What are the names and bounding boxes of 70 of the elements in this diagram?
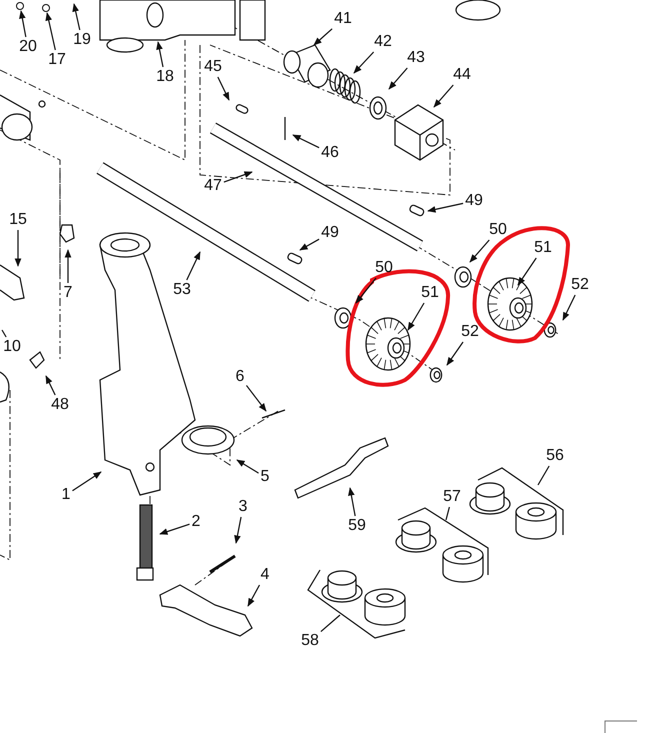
callout-number: 10 — [2, 338, 22, 356]
leader-line — [348, 487, 356, 516]
leader-line — [45, 12, 56, 50]
callout-number: 43 — [406, 49, 426, 67]
callout-number: 5 — [260, 468, 270, 486]
leader-line — [217, 76, 230, 101]
callout-number: 4 — [260, 566, 270, 584]
screw-head — [42, 4, 50, 12]
callout-number: 17 — [47, 51, 67, 69]
leader-line — [313, 28, 332, 46]
callout-number: 1 — [60, 486, 72, 504]
callout-number: 46 — [320, 144, 340, 162]
leader-line — [45, 375, 56, 396]
callout-number: 6 — [234, 368, 246, 386]
leader-line — [320, 614, 340, 632]
leader-line — [64, 249, 72, 283]
leader-line — [469, 240, 490, 263]
callout-number: 52 — [460, 323, 480, 341]
callout-number: 50 — [374, 259, 394, 277]
callout-number: 3 — [238, 498, 248, 516]
leader-line — [407, 302, 425, 331]
leader-line — [537, 466, 550, 486]
leader-line — [186, 251, 201, 280]
leader-line — [159, 524, 190, 535]
leader-line — [353, 52, 374, 74]
callout-number: 2 — [190, 513, 202, 531]
leader-line — [234, 516, 242, 544]
callout-number: 57 — [442, 488, 462, 506]
callout-number: 15 — [8, 211, 28, 229]
callout-number: 59 — [347, 517, 367, 535]
callout-number: 20 — [18, 38, 38, 56]
callout-number: 49 — [464, 192, 484, 210]
leader-line — [14, 230, 22, 267]
callout-number: 47 — [203, 177, 223, 195]
callout-number: 45 — [203, 58, 223, 76]
leader-line — [1, 330, 7, 338]
leader-line — [299, 238, 320, 251]
leader-line — [72, 472, 102, 492]
callout-number: 44 — [452, 66, 472, 84]
leader-line — [236, 459, 259, 474]
callout-number: 56 — [545, 447, 565, 465]
callout-number: 52 — [570, 276, 590, 294]
leader-line — [292, 134, 320, 148]
leader-line — [224, 171, 253, 183]
leader-line — [388, 68, 408, 90]
screw-head — [16, 2, 24, 10]
callout-number: 19 — [72, 31, 92, 49]
leader-line — [427, 202, 464, 213]
callout-number: 7 — [62, 284, 74, 302]
leader-line — [518, 258, 537, 286]
callout-number: 50 — [488, 221, 508, 239]
callout-number: 58 — [300, 632, 320, 650]
leader-line — [433, 84, 454, 108]
leader-line — [156, 41, 164, 68]
leader-line — [445, 506, 450, 520]
leader-line — [562, 294, 576, 321]
callout-number: 18 — [155, 68, 175, 86]
callout-number: 49 — [320, 224, 340, 242]
callout-number: 53 — [172, 281, 192, 299]
leader-line — [355, 278, 376, 304]
leader-line — [72, 3, 80, 30]
callout-number: 41 — [333, 10, 353, 28]
leader-line — [446, 342, 464, 366]
callout-number: 51 — [420, 284, 440, 302]
callout-number: 51 — [533, 239, 553, 257]
leader-line — [19, 10, 26, 38]
callout-number: 42 — [373, 33, 393, 51]
leader-line — [247, 584, 260, 607]
leader-line — [246, 385, 266, 412]
callout-number: 48 — [50, 396, 70, 414]
